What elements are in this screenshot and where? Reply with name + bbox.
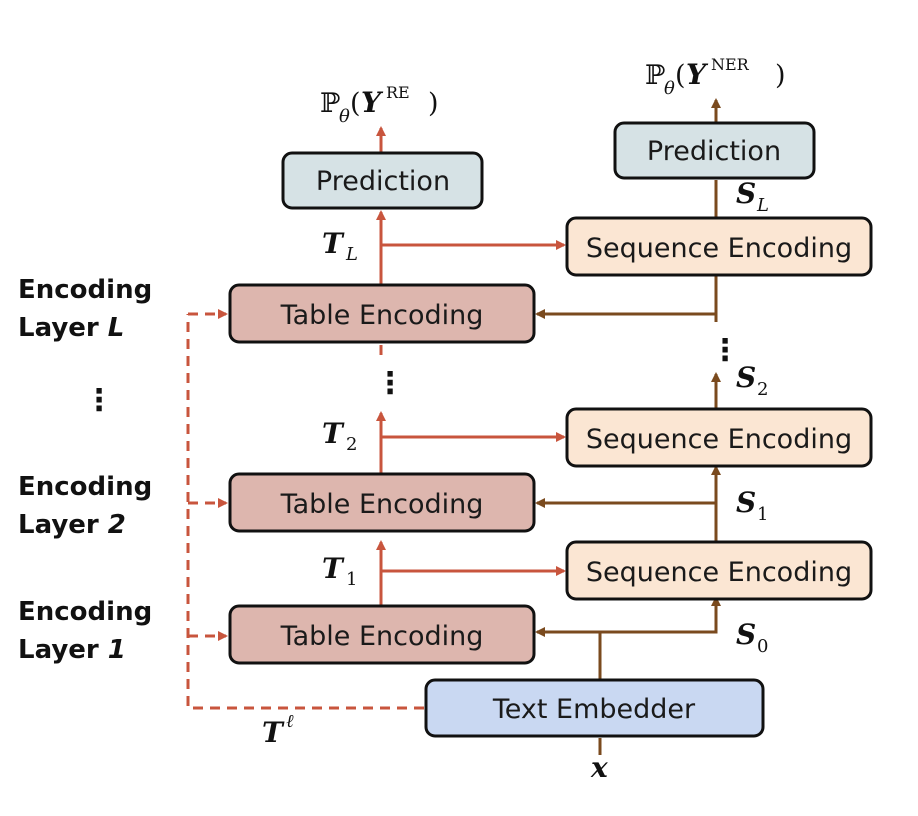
t-label-2: T 2 [322,417,357,455]
prediction-ner-box: Prediction [613,121,816,180]
svg-text:Layer 1: Layer 1 [18,635,126,665]
table-encoding-2-label: Table Encoding [280,489,484,520]
sequence-encoding-2-label: Sequence Encoding [586,424,852,455]
output-re-p: ℙ [320,88,340,119]
svg-text:S: S [736,177,756,210]
sequence-encoding-1-label: Sequence Encoding [586,557,852,588]
svg-text:Layer 2: Layer 2 [18,510,126,540]
svg-text:ℓ: ℓ [286,711,294,732]
table-encoding-1-label: Table Encoding [280,621,484,652]
svg-text:L: L [756,195,769,216]
output-re-paren-open: ( [350,88,361,119]
svg-text:S: S [736,618,756,651]
svg-text:T: T [322,417,345,450]
t-label-L: T L [322,227,358,265]
svg-text:Encoding: Encoding [18,597,152,627]
output-ner-label: ℙ θ ( Y NER ) [645,55,786,99]
text-embedder-box: Text Embedder [424,678,765,738]
output-ner-sup: NER [711,55,750,74]
svg-text:1: 1 [757,504,768,525]
svg-text:Encoding: Encoding [18,275,152,305]
output-ner-p: ℙ [645,60,665,91]
output-re-sup: RE [386,83,410,102]
sequence-encoding-L-box: Sequence Encoding [565,216,873,277]
output-ner-paren-open: ( [675,60,686,91]
s-label-2: S 2 [736,361,768,400]
svg-text:S: S [736,361,756,394]
prediction-re-label: Prediction [316,166,450,197]
svg-text:T: T [262,716,285,749]
svg-text:S: S [736,486,756,519]
output-ner-paren-close: ) [775,60,786,91]
table-encoding-L-label: Table Encoding [280,300,484,331]
output-ner-y: Y [686,58,709,91]
svg-text:T: T [322,227,345,260]
sequence-encoding-2-box: Sequence Encoding [565,407,873,468]
t-label-1: T 1 [322,552,357,590]
layer-label-2: Encoding Layer 2 [18,472,152,540]
sequence-encoding-L-label: Sequence Encoding [586,233,852,264]
output-re-label: ℙ θ ( Y RE ) [320,83,439,127]
s-label-1: S 1 [736,486,768,525]
dashed-tell-feed [186,314,424,710]
arrow-s1-to-table2 [535,498,718,541]
table-encoding-L-box: Table Encoding [228,283,536,344]
s-label-0: S 0 [736,618,768,657]
svg-text:L: L [345,244,358,265]
svg-text:Encoding: Encoding [18,472,152,502]
output-ner-theta: θ [664,78,675,99]
svg-text:2: 2 [346,434,357,455]
svg-text:0: 0 [757,636,768,657]
svg-text:T: T [322,552,345,585]
layer-label-1: Encoding Layer 1 [18,597,152,665]
layer-label-L: Encoding Layer L [18,275,152,343]
prediction-re-box: Prediction [281,151,484,210]
s-label-L: S L [736,177,769,216]
ellipsis-layers: ⋮ [84,383,114,418]
svg-text:1: 1 [346,569,357,590]
arrow-s0-to-seq1 [600,596,721,634]
text-embedder-label: Text Embedder [492,694,696,725]
svg-text:Layer L: Layer L [18,313,124,343]
output-re-paren-close: ) [428,88,439,119]
table-encoding-1-box: Table Encoding [228,604,536,665]
t-ell-label: T ℓ [262,711,294,749]
svg-text:2: 2 [757,379,768,400]
output-re-y: Y [361,86,384,119]
prediction-ner-label: Prediction [647,136,781,167]
ellipsis-table: ⋮ [375,366,405,401]
table-encoding-2-box: Table Encoding [228,472,536,533]
arrows [186,98,721,755]
input-x-label: x [590,751,608,784]
sequence-encoding-1-box: Sequence Encoding [565,540,873,601]
output-re-theta: θ [339,106,350,127]
ellipsis-sequence: ⋮ [710,333,740,368]
